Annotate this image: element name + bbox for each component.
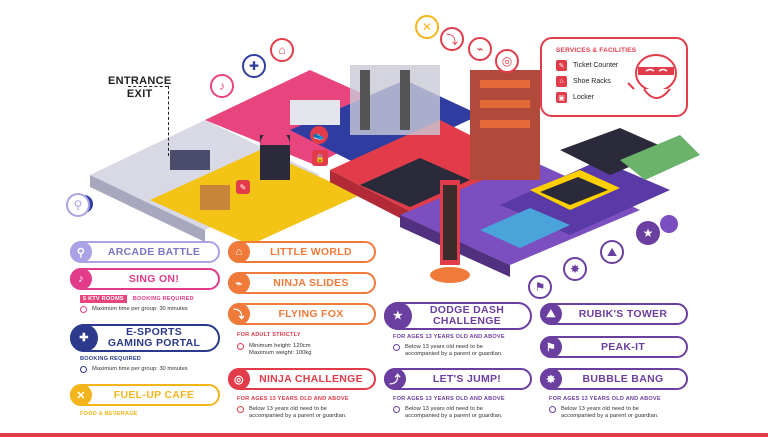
target-icon: ◎ [228, 368, 250, 390]
joystick-icon[interactable]: ⚲ [66, 193, 90, 217]
entrance-path-line-vertical [168, 86, 169, 156]
arcade-battle-button[interactable]: ⚲ ARCADE BATTLE [70, 241, 220, 263]
shoe-icon: ⌂ [556, 76, 567, 87]
home-icon[interactable]: ⌂ [270, 38, 294, 62]
little-world-button[interactable]: ⌂ LITTLE WORLD [228, 241, 376, 263]
star-icon: ★ [384, 302, 412, 330]
ninja-challenge-age: FOR AGES 13 YEARS OLD AND ABOVE [237, 396, 349, 402]
lets-jump-button[interactable]: ⤴ LET'S JUMP! [384, 368, 532, 390]
ninja-mascot-icon [627, 54, 677, 99]
ninja-challenge-button[interactable]: ◎ NINJA CHALLENGE [228, 368, 376, 390]
locker-marker-icon[interactable]: 🔒 [312, 150, 328, 166]
peak-icon: ⚑ [540, 336, 562, 358]
exit-label: EXIT [126, 88, 153, 100]
microphone-icon: ♪ [70, 268, 92, 290]
bubble-icon: ✸ [540, 368, 562, 390]
flying-fox-icon: ⤵ [228, 303, 250, 325]
lock-icon: ▣ [556, 92, 567, 103]
clock-icon [80, 366, 87, 373]
star-icon[interactable]: ★ [636, 221, 660, 245]
flying-fox-icon[interactable]: ⤵ [440, 27, 464, 51]
cafe-icon: ✕ [70, 384, 92, 406]
peak-it-button[interactable]: ⚑ PEAK-IT [540, 336, 688, 358]
park-map [60, 10, 700, 300]
shoe-rack-marker-icon[interactable]: 👟 [310, 126, 328, 144]
entrance-path-line [128, 86, 168, 87]
esports-booking-label: BOOKING REQUIRED [80, 356, 142, 362]
services-title: SERVICES & FACILITIES [556, 47, 637, 54]
sing-on-button[interactable]: ♪ SING ON! [70, 268, 220, 290]
peak-icon[interactable]: ⚑ [528, 275, 552, 299]
service-label: Shoe Racks [573, 78, 611, 85]
fuel-up-cafe-button[interactable]: ✕ FUEL-UP CAFE [70, 384, 220, 406]
dodge-dash-age: FOR AGES 13 YEARS OLD AND ABOVE [393, 334, 505, 340]
esports-note: Maximum time per group: 30 minutes [80, 366, 188, 373]
gamepad-icon[interactable]: ✚ [242, 54, 266, 78]
rubiks-tower-button[interactable]: ⛰ RUBIK'S TOWER [540, 303, 688, 325]
sing-on-booking-info: 5 KTV ROOMS BOOKING REQUIRED [80, 295, 194, 303]
booking-required-label: BOOKING REQUIRED [132, 296, 194, 302]
bubble-bang-button[interactable]: ✸ BUBBLE BANG [540, 368, 688, 390]
info-icon [237, 343, 244, 350]
joystick-icon: ⚲ [70, 241, 92, 263]
entrance-label: ENTRANCE [108, 75, 172, 87]
service-shoe-racks: ⌂ Shoe Racks [556, 76, 611, 87]
service-label: Ticket Counter [573, 62, 619, 69]
food-beverage-label: FOOD & BEVERAGE [80, 411, 138, 417]
service-locker: ▣ Locker [556, 92, 594, 103]
flying-fox-restriction: FOR ADULT STRICTLY [237, 332, 301, 338]
clock-icon [80, 306, 87, 313]
info-icon [393, 406, 400, 413]
services-facilities-box: SERVICES & FACILITIES ✎ Ticket Counter ⌂… [540, 37, 688, 117]
gamepad-icon: ✚ [70, 324, 98, 352]
service-label: Locker [573, 94, 595, 101]
flying-fox-button[interactable]: ⤵ FLYING FOX [228, 303, 376, 325]
microphone-icon[interactable]: ♪ [210, 74, 234, 98]
ticket-icon: ✎ [556, 60, 567, 71]
info-icon [393, 344, 400, 351]
home-icon: ⌂ [228, 241, 250, 263]
slide-icon: ⌁ [228, 272, 250, 294]
info-icon [549, 406, 556, 413]
ninja-slides-button[interactable]: ⌁ NINJA SLIDES [228, 272, 376, 294]
slide-icon[interactable]: ⌁ [468, 37, 492, 61]
ktv-rooms-tag: 5 KTV ROOMS [80, 295, 127, 303]
service-ticket-counter: ✎ Ticket Counter [556, 60, 618, 71]
climber-icon[interactable]: ⛰ [600, 240, 624, 264]
info-icon [237, 406, 244, 413]
lets-jump-age: FOR AGES 13 YEARS OLD AND ABOVE [393, 396, 505, 402]
cafe-icon[interactable]: ✕ [415, 15, 439, 39]
bubble-icon[interactable]: ✸ [563, 257, 587, 281]
entrance-exit-label: ENTRANCE EXIT [108, 75, 172, 101]
bubble-bang-age: FOR AGES 13 YEARS OLD AND ABOVE [549, 396, 661, 402]
sing-on-note: Maximum time per group: 30 minutes [80, 306, 188, 313]
isometric-map-illustration [75, 65, 700, 283]
climber-icon: ⛰ [540, 303, 562, 325]
target-icon[interactable]: ◎ [495, 49, 519, 73]
jump-icon: ⤴ [384, 368, 406, 390]
bottom-accent-bar [0, 433, 768, 437]
ticket-marker-icon[interactable]: ✎ [236, 180, 250, 194]
